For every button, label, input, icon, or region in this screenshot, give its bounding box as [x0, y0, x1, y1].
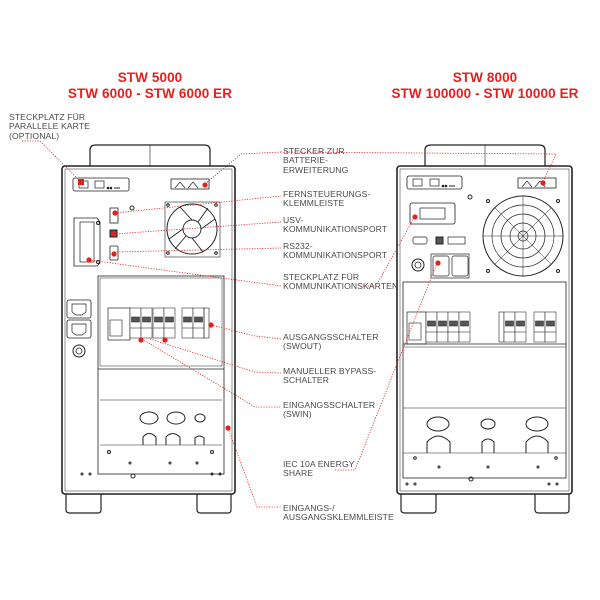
label-comm-card-slot: STECKPLATZ FÜR KOMMUNIKATIONSKARTEN	[283, 272, 399, 292]
dot-swin	[138, 337, 144, 343]
left-title-line1: STW 5000	[117, 70, 183, 85]
left-unit-title: STW 5000 STW 6000 - STW 6000 ER	[40, 70, 260, 102]
dot-battery-left	[202, 182, 208, 188]
label-output-switch: AUSGANGSSCHALTER (SWOUT)	[283, 332, 379, 352]
left-title-line2: STW 6000 - STW 6000 ER	[67, 86, 233, 101]
label-rs232-port: RS232- KOMMUNIKATIONSPORT	[283, 241, 388, 261]
label-io-terminal: EINGANGS-/ AUSGANGSKLEMMLEISTE	[283, 503, 394, 523]
right-title-line2: STW 100000 - STW 10000 ER	[391, 86, 579, 101]
right-ups-unit	[396, 144, 573, 514]
label-parallel-card-slot: STECKPLATZ FÜR PARALLELE KARTE (OPTIONAL…	[9, 112, 90, 141]
label-usv-port: USV- KOMMUNIKATIONSPORT	[283, 215, 388, 235]
label-remote-terminal: FERNSTEUERUNGS- KLEMMLEISTE	[283, 189, 371, 209]
label-iec-energy-share: IEC 10A ENERGY SHARE	[283, 459, 355, 479]
dot-iec	[435, 260, 441, 266]
right-unit-title: STW 8000 STW 100000 - STW 10000 ER	[370, 70, 600, 102]
dot-io-terminal	[225, 425, 231, 431]
label-bypass-switch: MANUELLER BYPASS- SCHALTER	[283, 366, 377, 386]
dot-parallel-card	[78, 179, 84, 185]
dot-remote-terminal	[112, 210, 118, 216]
dot-swout	[208, 322, 214, 328]
right-title-line1: STW 8000	[452, 70, 518, 85]
dot-battery-right	[540, 180, 546, 186]
dot-comm-slot-right	[412, 214, 418, 220]
dot-usv-port	[111, 231, 117, 237]
leader-lines	[22, 140, 557, 508]
dot-comm-slot-left	[86, 257, 92, 263]
label-input-switch: EINGANGSSCHALTER (SWIN)	[283, 400, 376, 420]
left-ups-unit	[61, 144, 236, 514]
dot-bypass	[162, 337, 168, 343]
label-battery-connector: STECKER ZUR BATTERIE- ERWEITERUNG	[283, 146, 349, 175]
dot-rs232	[111, 251, 117, 257]
callout-dots	[78, 179, 546, 431]
